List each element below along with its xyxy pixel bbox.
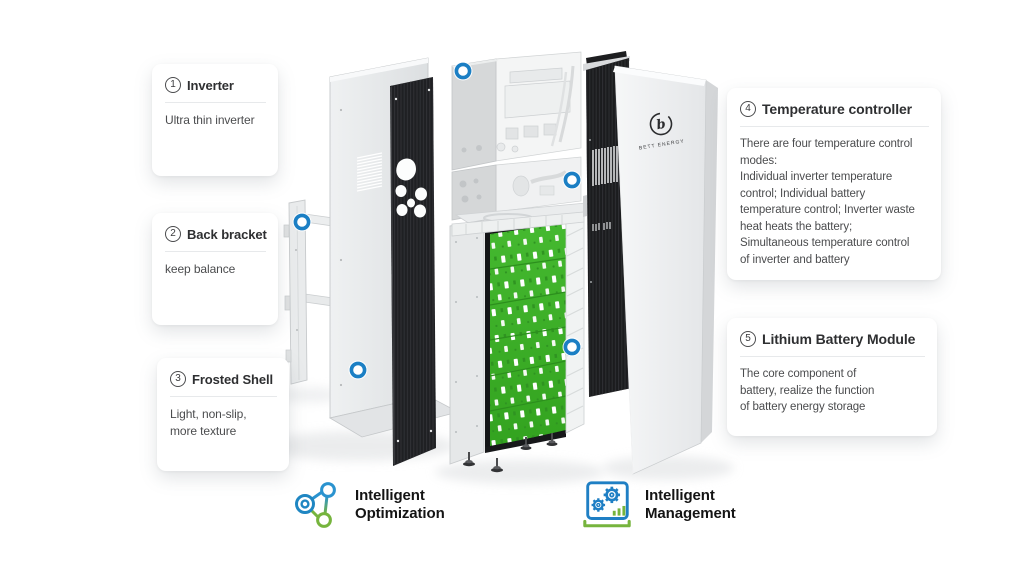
brand-letter: b [655,117,667,133]
feature-label: Intelligent Management [645,487,736,522]
card-body: There are four temperature control modes… [740,138,915,266]
network-nodes-icon [295,482,336,528]
feature-intelligent-management: Intelligent Management [580,477,736,533]
hotspot-inverter[interactable] [453,61,473,81]
heatsink-panel-left [390,77,436,466]
hotspot-temperature-controller[interactable] [562,170,582,190]
brand-logo: b [649,112,673,136]
hotspot-back-panel[interactable] [348,360,368,380]
feature-label-line1: Intelligent [645,487,715,505]
leveling-feet [463,433,558,473]
info-card-frosted-shell: 3 Frosted Shell Light, non-slip, more te… [157,358,289,471]
cell-row-dividers [489,257,567,412]
divider [165,251,266,252]
feature-label: Intelligent Optimization [355,487,445,522]
divider [740,126,929,127]
gear-large [603,486,621,504]
temperature-controller-unit [451,156,582,221]
inverter-unit [451,51,582,171]
card-title: Lithium Battery Module [762,331,916,347]
card-title: Inverter [187,77,234,93]
hotspot-markers [292,61,582,380]
card-title: Frosted Shell [192,371,274,387]
chart-bars [612,505,626,516]
feature-label-line2: Management [645,505,736,522]
side-ribs [566,227,584,415]
battery-module [449,211,585,473]
divider [170,396,277,397]
card-body: The core component of battery, realize t… [740,368,875,414]
front-cover: b BETT ENERGY [613,65,718,475]
monitor-gears-icon [583,481,631,528]
card-number-badge: 3 [170,371,186,387]
card-body: Ultra thin inverter [165,113,255,127]
info-card-back-bracket: 2 Back bracket keep balance [152,213,278,325]
card-title: Temperature controller [762,101,913,117]
gear-small [591,498,606,512]
feature-intelligent-optimization: Intelligent Optimization [288,477,445,533]
screw-dots [455,237,478,433]
monitor-base [583,519,631,528]
card-number-badge: 5 [740,331,756,347]
info-card-temperature-controller: 4 Temperature controller There are four … [727,88,941,281]
divider [165,102,266,103]
top-rail-ticks [465,215,563,234]
hotspot-back-bracket[interactable] [292,212,312,232]
cable-holes [395,158,427,218]
card-number-badge: 1 [165,77,181,93]
vent-slats [592,146,618,186]
card-body: Light, non-slip, more texture [170,407,247,439]
feature-label-line1: Intelligent [355,487,425,505]
card-number-badge: 2 [165,226,181,242]
card-body: keep balance [165,262,236,276]
card-number-badge: 4 [740,101,756,117]
info-card-inverter: 1 Inverter Ultra thin inverter [152,64,278,176]
hotspot-battery[interactable] [562,337,582,357]
card-title: Back bracket [187,226,267,242]
feature-label-line2: Optimization [355,505,445,522]
vent-grille [356,152,383,192]
info-card-lithium-battery-module: 5 Lithium Battery Module The core compon… [727,318,937,436]
vent-slats-small [592,222,611,231]
divider [740,356,925,357]
